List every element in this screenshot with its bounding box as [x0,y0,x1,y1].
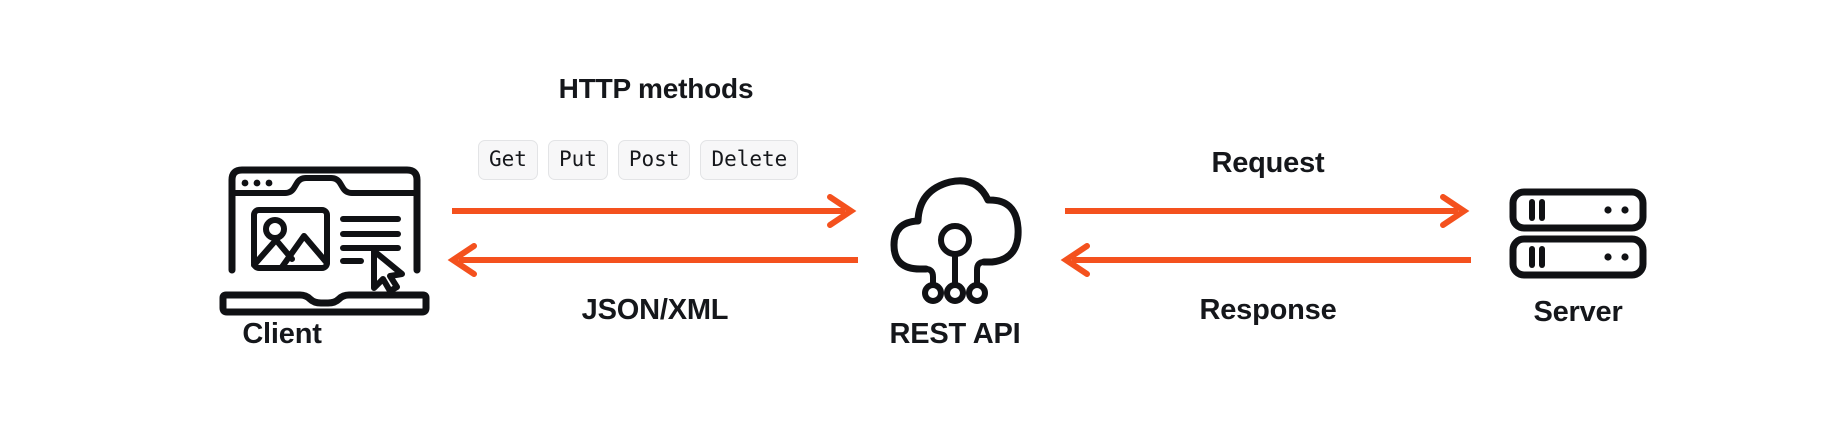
node-label-client: Client [242,318,322,350]
flow-client-to-api [450,194,860,228]
arrow-left-icon [1060,243,1471,277]
arrow-right-icon [1065,194,1470,228]
flow-label-request: Request [1211,147,1325,179]
laptop-browser-icon [228,166,421,294]
http-methods-title: HTTP methods [558,73,754,104]
node-rest-api [885,172,1025,307]
cloud-network-icon [890,177,1022,304]
node-label-server: Server [1533,296,1623,328]
method-chip-delete[interactable]: Delete [700,140,799,180]
server-rack-icon [1509,188,1647,279]
arrow-left-icon [447,243,858,277]
method-chip-get[interactable]: Get [478,140,538,180]
http-method-chip-group: Get Put Post Delete [478,140,799,180]
flow-server-to-api [1060,243,1473,277]
laptop-base-icon [219,291,430,316]
node-server [1508,188,1648,283]
flow-label-json-xml: JSON/XML [581,294,729,326]
flow-api-to-client [447,243,860,277]
arrow-right-icon [452,194,857,228]
node-label-rest-api: REST API [889,318,1021,350]
method-chip-post[interactable]: Post [617,140,691,180]
flow-api-to-server [1063,194,1473,228]
method-chip-put[interactable]: Put [547,140,608,180]
node-client [219,166,430,319]
flow-label-response: Response [1199,294,1337,326]
